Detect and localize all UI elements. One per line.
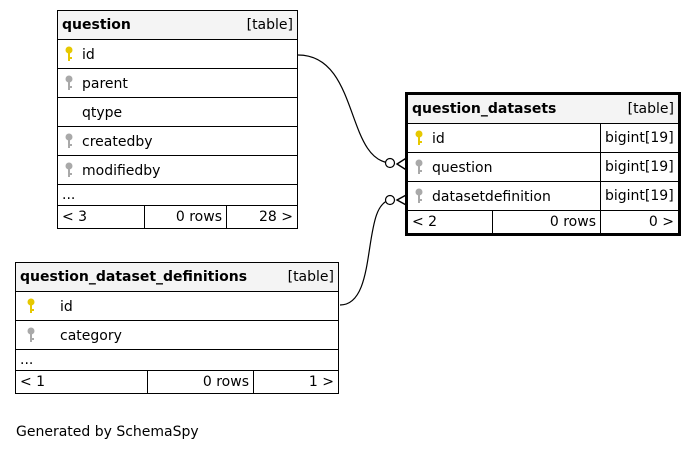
column-name: createdby bbox=[82, 133, 153, 150]
column-row[interactable]: datasetdefinition bbox=[406, 181, 601, 211]
fk-crowfoot-marker bbox=[395, 193, 409, 207]
foreign-key-icon bbox=[412, 159, 426, 175]
column-row[interactable]: id bbox=[57, 39, 298, 69]
row-count: 0 rows bbox=[492, 210, 601, 235]
column-row[interactable]: question bbox=[406, 152, 601, 182]
column-name: modifiedby bbox=[82, 162, 161, 179]
column-name: qtype bbox=[82, 104, 123, 121]
children-count[interactable]: 0 > bbox=[600, 210, 680, 235]
fk-optional-marker bbox=[384, 157, 396, 169]
table-question[interactable]: question [table] id parent qtype created… bbox=[57, 10, 298, 229]
column-row[interactable]: createdby bbox=[57, 126, 298, 156]
children-count[interactable]: 1 > bbox=[253, 370, 339, 394]
column-row[interactable]: modifiedby bbox=[57, 155, 298, 185]
parents-count[interactable]: < 2 bbox=[406, 210, 493, 235]
fk-line-datasetdefinition bbox=[339, 199, 393, 306]
column-name: parent bbox=[82, 75, 128, 92]
fk-crowfoot-marker bbox=[395, 156, 409, 172]
column-name: question bbox=[432, 159, 493, 176]
table-type: [table] bbox=[246, 17, 293, 33]
foreign-key-icon bbox=[62, 75, 76, 91]
foreign-key-icon bbox=[412, 188, 426, 204]
column-row[interactable]: id bbox=[15, 291, 339, 321]
table-type: [table] bbox=[627, 101, 674, 117]
table-question-dataset-definitions[interactable]: question_dataset_definitions [table] id … bbox=[15, 262, 339, 394]
table-name: question_datasets bbox=[412, 101, 557, 117]
column-name: id bbox=[60, 298, 73, 315]
fk-line-question bbox=[297, 54, 393, 164]
column-name: datasetdefinition bbox=[432, 188, 551, 205]
column-row[interactable]: category bbox=[15, 320, 339, 350]
column-type: bigint[19] bbox=[600, 152, 680, 182]
column-type: bigint[19] bbox=[600, 123, 680, 153]
column-name: id bbox=[82, 46, 95, 63]
table-type: [table] bbox=[287, 269, 334, 285]
column-name: id bbox=[432, 130, 445, 147]
foreign-key-icon bbox=[62, 162, 76, 178]
more-columns-ellipsis[interactable]: ... bbox=[57, 184, 298, 206]
column-type: bigint[19] bbox=[600, 181, 680, 211]
primary-key-icon bbox=[24, 298, 38, 314]
table-name: question_dataset_definitions bbox=[20, 269, 248, 285]
table-question-datasets[interactable]: question_datasets [table] id bigint[19] … bbox=[405, 92, 681, 236]
primary-key-icon bbox=[412, 130, 426, 146]
row-count: 0 rows bbox=[144, 205, 227, 229]
parents-count[interactable]: < 1 bbox=[15, 370, 148, 394]
column-row[interactable]: parent bbox=[57, 68, 298, 98]
column-row[interactable]: qtype bbox=[57, 97, 298, 127]
table-header: question [table] bbox=[57, 10, 298, 40]
more-columns-ellipsis[interactable]: ... bbox=[15, 349, 339, 371]
generator-credit: Generated by SchemaSpy bbox=[16, 424, 199, 440]
foreign-key-icon bbox=[62, 133, 76, 149]
fk-optional-marker bbox=[384, 194, 396, 206]
children-count[interactable]: 28 > bbox=[226, 205, 298, 229]
table-header: question_datasets [table] bbox=[406, 93, 680, 124]
column-name: category bbox=[60, 327, 122, 344]
parents-count[interactable]: < 3 bbox=[57, 205, 145, 229]
primary-key-icon bbox=[62, 46, 76, 62]
row-count: 0 rows bbox=[147, 370, 254, 394]
table-name: question bbox=[62, 17, 131, 33]
table-header: question_dataset_definitions [table] bbox=[15, 262, 339, 292]
column-row[interactable]: id bbox=[406, 123, 601, 153]
foreign-key-icon bbox=[24, 327, 38, 343]
